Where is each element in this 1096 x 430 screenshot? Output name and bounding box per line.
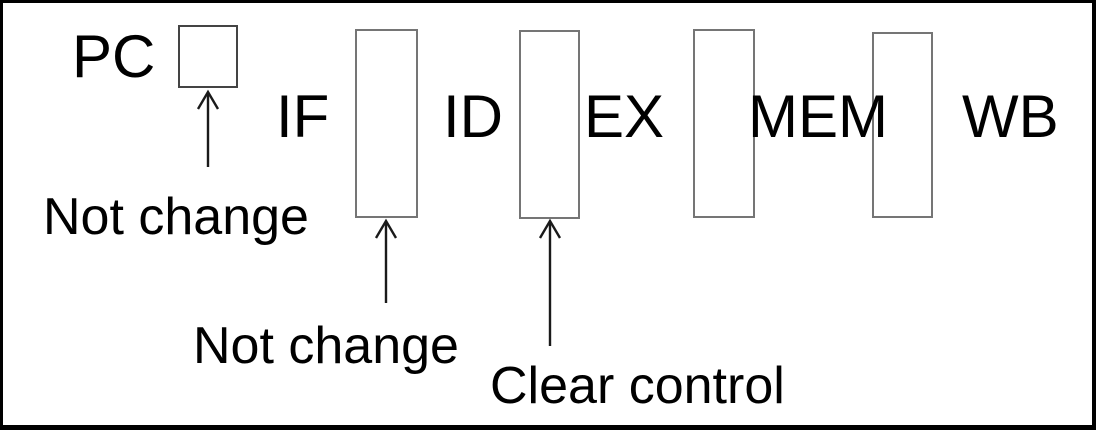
mem-wb-register-box: [872, 32, 933, 218]
annotation-not-change-pc: Not change: [43, 188, 309, 246]
pc-label: PC: [72, 23, 156, 90]
up-arrow-to-if-id-register: [374, 218, 398, 303]
annotation-clear-control-id-ex: Clear control: [490, 357, 785, 415]
stage-label-wb: WB: [962, 83, 1059, 150]
up-arrow-to-id-ex-register: [538, 218, 562, 346]
up-arrow-to-pc-register: [196, 89, 220, 167]
annotation-not-change-if-id: Not change: [193, 317, 459, 375]
stage-label-ex: EX: [584, 83, 665, 150]
stage-label-id: ID: [443, 83, 503, 150]
stage-label-if: IF: [276, 83, 330, 150]
pc-register-box: [178, 25, 238, 88]
if-id-register-box: [355, 29, 418, 218]
stage-label-mem: MEM: [748, 83, 888, 150]
ex-mem-register-box: [693, 29, 755, 218]
id-ex-register-box: [519, 30, 580, 219]
